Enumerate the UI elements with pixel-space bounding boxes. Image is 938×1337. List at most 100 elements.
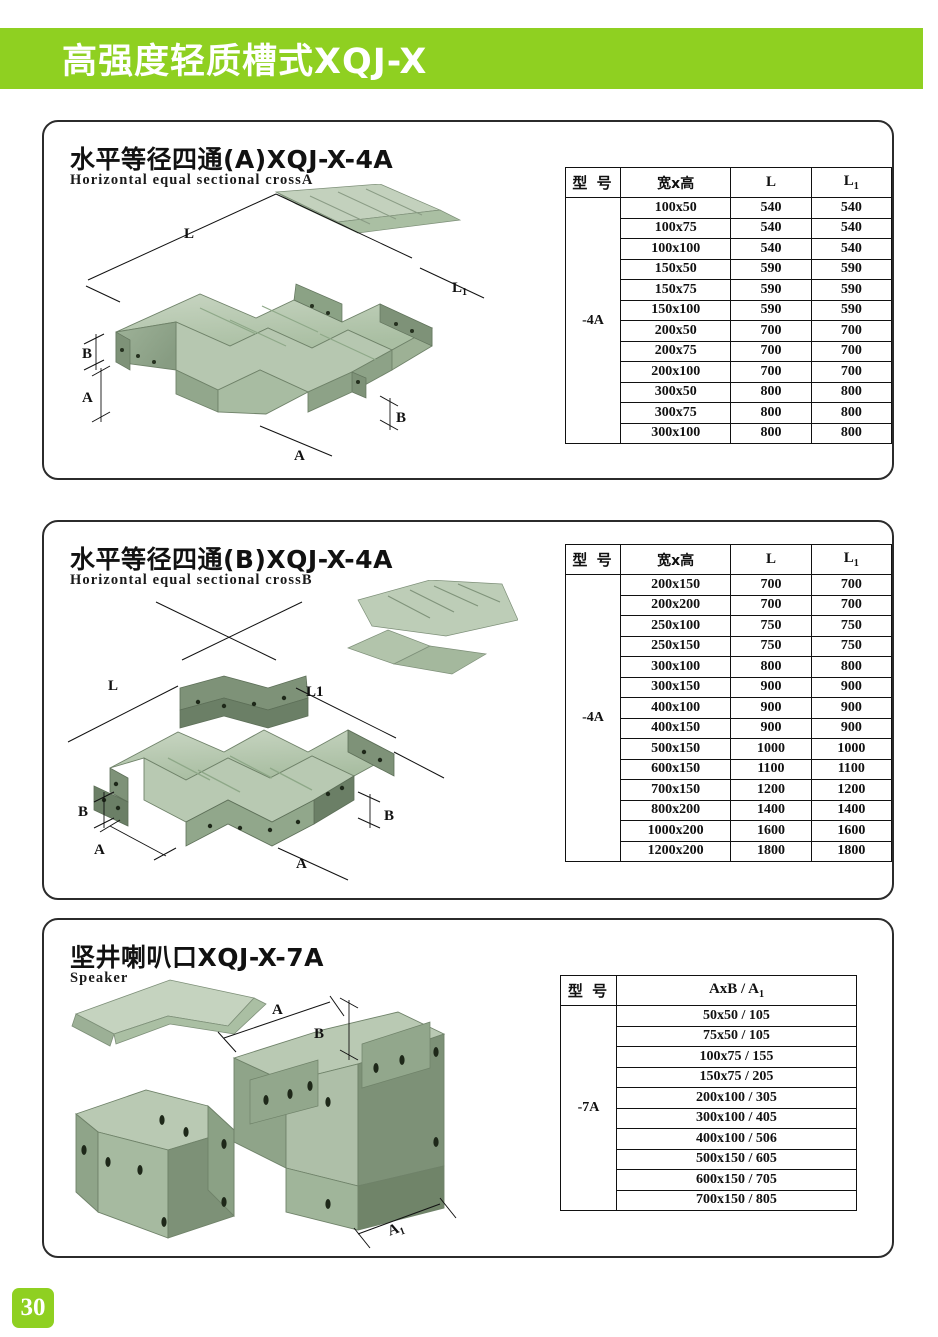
cell-ab: 75x50 / 105 xyxy=(616,1025,857,1047)
table-row: 300x100 800 800 xyxy=(566,656,893,678)
table-row: 300x100 800 800 xyxy=(566,422,893,444)
cell-l1: 900 xyxy=(810,697,893,719)
illustration-cover-plate xyxy=(71,979,267,1047)
cell-l1: 540 xyxy=(810,197,893,219)
cell-model: -4A xyxy=(564,197,622,444)
cell-model: -4A xyxy=(565,574,621,862)
page-title: 高强度轻质槽式XQJ-X xyxy=(62,42,428,82)
cell-dimension: 400x150 xyxy=(619,717,732,739)
dim-label-b-left: B xyxy=(78,804,88,820)
table-row: 600x150 1100 1100 xyxy=(566,758,893,780)
table-row: 150x75 590 590 xyxy=(566,279,893,301)
dim-label-a-bottom: A xyxy=(296,856,307,872)
header-model: 型 号 xyxy=(564,167,622,198)
section-title-en: Horizontal equal sectional crossA xyxy=(70,172,314,188)
dim-label-a1: A1 xyxy=(386,1219,407,1241)
table-row: 100x75 540 540 xyxy=(566,217,893,239)
illustration-main-cross xyxy=(93,675,395,847)
cell-l1: 900 xyxy=(810,676,893,698)
cell-dimension: 150x75 xyxy=(620,279,732,301)
cell-l: 700 xyxy=(730,320,812,342)
cell-l: 590 xyxy=(730,299,812,321)
header-l: L xyxy=(730,167,812,198)
product-section-speaker: 坚井喇叭口XQJ-X-7A Speaker xyxy=(42,918,894,1258)
dim-label-l: L xyxy=(184,226,194,242)
cell-l: 800 xyxy=(730,381,812,403)
cell-ab: 300x100 / 405 xyxy=(616,1107,857,1129)
cell-dimension: 150x100 xyxy=(620,299,732,321)
cell-l1: 700 xyxy=(810,340,893,362)
dim-label-l1: L1 xyxy=(306,684,324,700)
cell-dimension: 600x150 xyxy=(619,758,732,780)
cell-l: 750 xyxy=(730,635,812,657)
table-row: -7A 50x50 / 105 xyxy=(560,1005,857,1211)
cell-dimension: 300x100 xyxy=(620,422,732,444)
table-row: 300x75 800 800 xyxy=(566,402,893,424)
cell-dimension: 300x75 xyxy=(620,402,732,424)
cell-l1: 800 xyxy=(810,381,893,403)
dim-label-a-bottom: A xyxy=(294,448,305,464)
cell-model: -7A xyxy=(560,1005,617,1211)
dimension-lines xyxy=(83,193,485,457)
cell-l: 900 xyxy=(730,676,812,698)
cell-l1: 900 xyxy=(810,717,893,739)
header-ab: AxB / A1 xyxy=(616,975,857,1006)
cell-l1: 590 xyxy=(810,279,893,301)
table-row: 700x150 / 805 xyxy=(561,1189,857,1211)
cell-dimension: 150x50 xyxy=(620,258,732,280)
cell-ab: 200x100 / 305 xyxy=(616,1087,857,1109)
cell-l: 800 xyxy=(730,422,812,444)
cell-l1: 800 xyxy=(810,402,893,424)
cell-ab: 100x75 / 155 xyxy=(616,1046,857,1068)
product-illustration-cross-b: L L1 B A B A xyxy=(67,580,518,881)
cell-l: 700 xyxy=(730,574,812,596)
header-model: 型 号 xyxy=(565,544,621,575)
dim-label-b-right: B xyxy=(396,410,406,426)
cell-dimension: 100x100 xyxy=(620,238,732,260)
table-header-row: 型 号 宽x高 L L1 xyxy=(564,167,893,198)
cell-dimension: 700x150 xyxy=(619,779,732,801)
product-section-horizontal-cross-b: 水平等径四通(B)XQJ-X-4A Horizontal equal secti… xyxy=(42,520,894,900)
spec-table-speaker: 型 号 AxB / A1 -7A 50x50 / 105 75x50 / 105… xyxy=(560,975,857,1211)
section-title-en: Horizontal equal sectional crossB xyxy=(70,572,313,588)
cell-l: 700 xyxy=(730,594,812,616)
product-illustration-cross-a: L L1 B A B A xyxy=(82,184,485,464)
dim-label-l: L xyxy=(108,678,118,694)
cell-l1: 700 xyxy=(810,361,893,383)
illustration-right-flare xyxy=(232,1011,446,1231)
dim-label-l1: L1 xyxy=(452,280,467,298)
table-row: 200x50 700 700 xyxy=(566,320,893,342)
cell-ab: 400x100 / 506 xyxy=(616,1128,857,1150)
cell-dimension: 200x150 xyxy=(619,574,732,596)
cell-l1: 540 xyxy=(810,238,893,260)
table-header-row: 型 号 宽x高 L L1 xyxy=(565,544,893,575)
cell-l: 900 xyxy=(730,717,812,739)
cell-l: 1100 xyxy=(730,758,812,780)
cell-l: 800 xyxy=(730,402,812,424)
table-row: 700x150 1200 1200 xyxy=(566,779,893,801)
cell-dimension: 200x200 xyxy=(619,594,732,616)
cell-dimension: 200x75 xyxy=(620,340,732,362)
cell-ab: 700x150 / 805 xyxy=(616,1189,857,1211)
cell-l: 1200 xyxy=(730,779,812,801)
cell-l: 590 xyxy=(730,258,812,280)
cell-dimension: 400x100 xyxy=(619,697,732,719)
cell-l: 540 xyxy=(730,217,812,239)
illustration-upper-piece xyxy=(274,184,462,234)
cell-dimension: 800x200 xyxy=(619,799,732,821)
table-body: -7A 50x50 / 105 75x50 / 105 100x75 / 155… xyxy=(560,1005,857,1211)
table-row: 150x50 590 590 xyxy=(566,258,893,280)
dim-label-b-right: B xyxy=(384,808,394,824)
page-number-badge: 30 xyxy=(12,1288,54,1328)
dim-label-a-left: A xyxy=(82,390,93,406)
cell-dimension: 200x50 xyxy=(620,320,732,342)
cell-ab: 150x75 / 205 xyxy=(616,1066,857,1088)
header-dimension: 宽x高 xyxy=(619,544,732,575)
cell-dimension: 100x50 xyxy=(620,197,732,219)
cell-l1: 1200 xyxy=(810,779,893,801)
cell-l1: 540 xyxy=(810,217,893,239)
header-l1: L1 xyxy=(810,544,893,575)
cell-l1: 750 xyxy=(810,635,893,657)
cell-l: 1000 xyxy=(730,738,812,760)
